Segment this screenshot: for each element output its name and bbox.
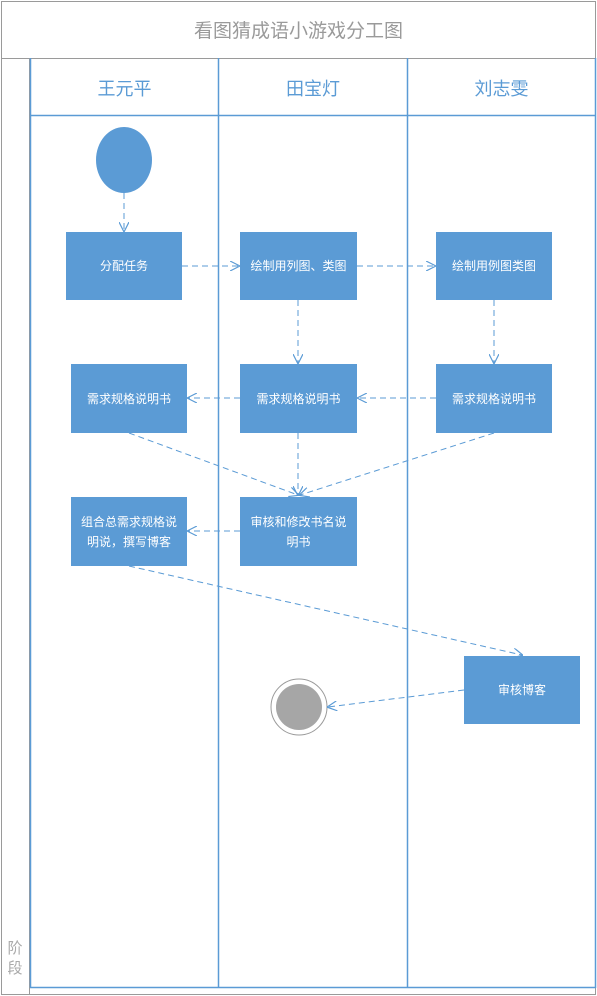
diagram-title: 看图猜成语小游戏分工图 (193, 19, 403, 42)
lane-title-1: 王元平 (97, 78, 152, 100)
phase-label: 阶段 (7, 939, 23, 977)
end-node-core (276, 684, 322, 730)
lane-title-3: 刘志雯 (474, 78, 529, 100)
lane-title-2: 田宝灯 (286, 78, 340, 100)
node-review-blog (464, 656, 580, 724)
node-req-b (240, 364, 357, 433)
edge-blog-end (328, 689, 465, 707)
node-review-rename (240, 497, 357, 566)
start-node (96, 127, 152, 193)
edge-req-c-review (300, 432, 495, 495)
node-req-c (436, 364, 552, 433)
edge-combine-blog (128, 565, 522, 655)
node-assign (66, 232, 182, 300)
node-draw-a (240, 232, 357, 300)
node-combine (71, 497, 187, 566)
edge-req-a-review (128, 432, 298, 495)
node-req-a (71, 364, 187, 433)
node-draw-b (436, 232, 552, 300)
